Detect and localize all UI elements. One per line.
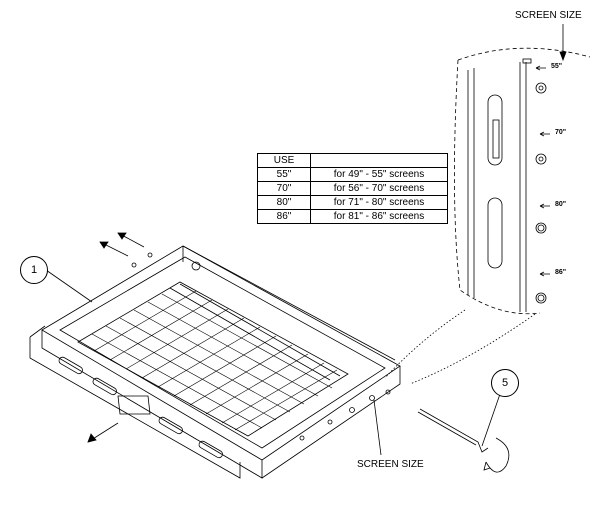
callout-5-leader (481, 393, 501, 447)
table-cell-range: for 81" - 86" screens (310, 209, 448, 224)
callout-1-leader (45, 269, 93, 303)
mark-70: 70" (555, 129, 567, 136)
direction-arrows (87, 232, 145, 443)
table-cell-range: for 71" - 80" screens (310, 195, 448, 210)
table-header-use: USE (257, 153, 311, 168)
table-row: 80" for 71" - 80" screens (257, 195, 448, 210)
detail-view-circle (384, 24, 591, 385)
tray-assembly (29, 245, 510, 479)
table-cell-range: for 49" - 55" screens (310, 167, 448, 182)
table-cell-size: 86" (257, 209, 311, 224)
table-cell-size: 55" (257, 167, 311, 182)
screen-size-table: USE 55" for 49" - 55" screens 70" for 56… (257, 153, 448, 224)
table-row: 70" for 56" - 70" screens (257, 181, 448, 196)
table-header-blank (310, 153, 448, 168)
mark-86: 86" (555, 269, 567, 276)
mark-80: 80" (555, 201, 567, 208)
screen-size-label-bottom: SCREEN SIZE (357, 459, 424, 470)
mark-55: 55" (551, 63, 563, 70)
table-cell-range: for 56" - 70" screens (310, 181, 448, 196)
callout-5: 5 (491, 369, 519, 397)
table-cell-size: 70" (257, 181, 311, 196)
screen-size-label-top: SCREEN SIZE (515, 10, 582, 21)
table-row: 86" for 81" - 86" screens (257, 209, 448, 224)
callout-1: 1 (20, 256, 48, 284)
table-row: 55" for 49" - 55" screens (257, 167, 448, 182)
screen-size-leader (373, 399, 382, 456)
table-header-row: USE (257, 153, 448, 168)
table-cell-size: 80" (257, 195, 311, 210)
